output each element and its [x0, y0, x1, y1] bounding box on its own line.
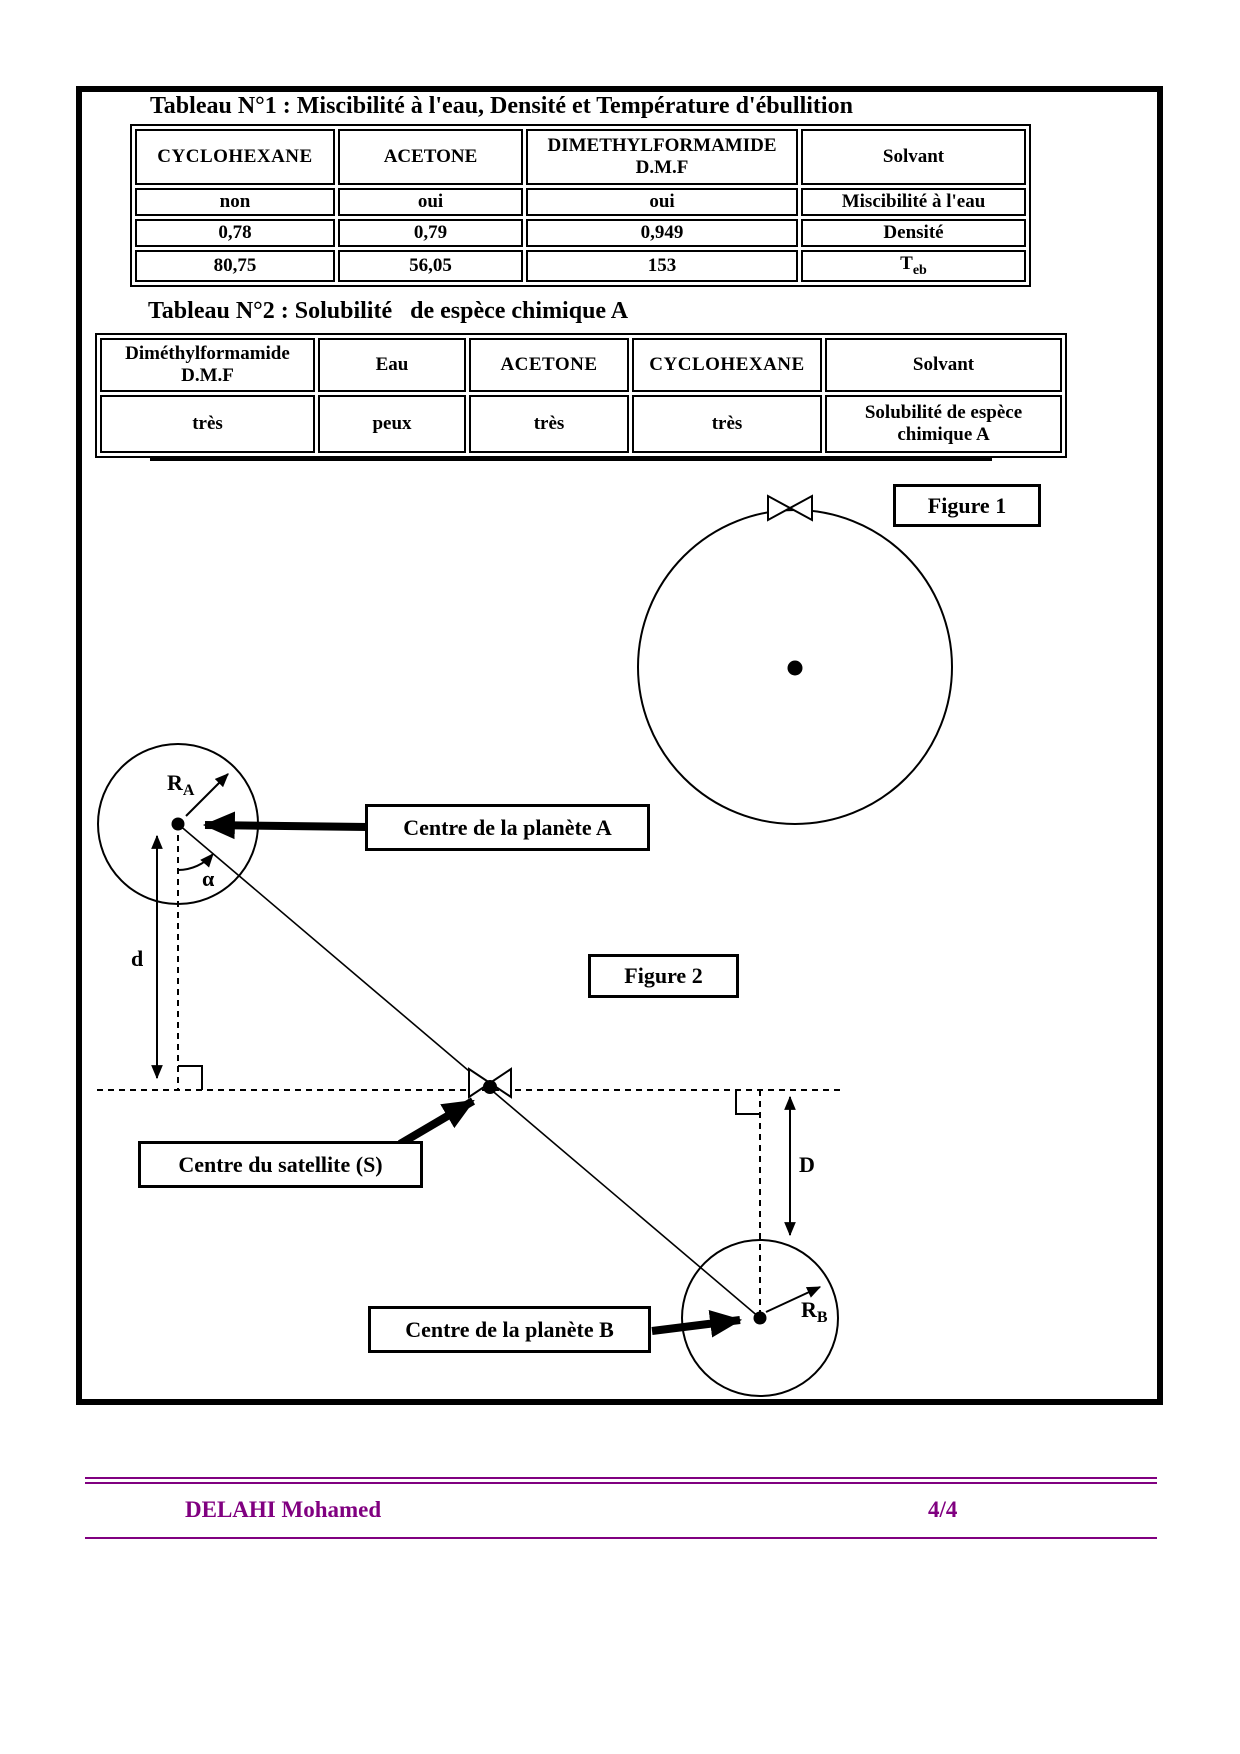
teb-symbol: T: [900, 253, 913, 274]
table1-cell: 0,79: [338, 219, 523, 247]
footer-rule-top-2: [85, 1482, 1157, 1484]
section-divider-rule: [150, 456, 992, 461]
table2-header-cell: Diméthylformamide D.M.F: [100, 338, 315, 392]
footer-rule-top-1: [85, 1477, 1157, 1479]
table1-header-cell: ACETONE: [338, 129, 523, 185]
table1-row-label-teb: Teb: [801, 250, 1026, 282]
table2-header-cell: Solvant: [825, 338, 1062, 392]
page-frame: [76, 86, 1163, 1405]
figure2-caption-box: Figure 2: [588, 954, 739, 998]
planet-b-callout-box: Centre de la planète B: [368, 1306, 651, 1353]
table1-cell: oui: [338, 188, 523, 216]
satellite-callout-box: Centre du satellite (S): [138, 1141, 423, 1188]
table1-header-cell: CYCLOHEXANE: [135, 129, 335, 185]
miscibility-table: CYCLOHEXANE ACETONE DIMETHYLFORMAMIDE D.…: [130, 124, 1031, 287]
footer-author: DELAHI Mohamed: [185, 1497, 382, 1522]
table1-row-label: Densité: [801, 219, 1026, 247]
planet-a-callout-box: Centre de la planète A: [365, 804, 650, 851]
figure1-caption-box: Figure 1: [893, 484, 1041, 527]
table1-title: Tableau N°1 : Miscibilité à l'eau, Densi…: [150, 93, 853, 119]
table2-header-cell: CYCLOHEXANE: [632, 338, 822, 392]
table2-row-label: Solubilité de espèce chimique A: [825, 395, 1062, 453]
teb-subscript: eb: [912, 262, 927, 278]
footer-rule-bottom: [85, 1537, 1157, 1539]
table1-cell: 80,75: [135, 250, 335, 282]
table1-cell: 153: [526, 250, 798, 282]
footer-page-number: 4/4: [928, 1497, 958, 1522]
table2-cell: très: [469, 395, 629, 453]
table1-cell: non: [135, 188, 335, 216]
solubility-table: Diméthylformamide D.M.F Eau ACETONE CYCL…: [95, 333, 1067, 458]
table2-title: Tableau N°2 : Solubilité de espèce chimi…: [148, 298, 629, 324]
table2-cell: peux: [318, 395, 466, 453]
table1-cell: 0,949: [526, 219, 798, 247]
table1-cell: 56,05: [338, 250, 523, 282]
table2-cell: très: [100, 395, 315, 453]
table2-header-cell: Eau: [318, 338, 466, 392]
table1-header-cell: DIMETHYLFORMAMIDE D.M.F: [526, 129, 798, 185]
table2-header-cell: ACETONE: [469, 338, 629, 392]
table1-header-cell: Solvant: [801, 129, 1026, 185]
table1-cell: oui: [526, 188, 798, 216]
table1-row-label: Miscibilité à l'eau: [801, 188, 1026, 216]
table1-cell: 0,78: [135, 219, 335, 247]
table2-cell: très: [632, 395, 822, 453]
